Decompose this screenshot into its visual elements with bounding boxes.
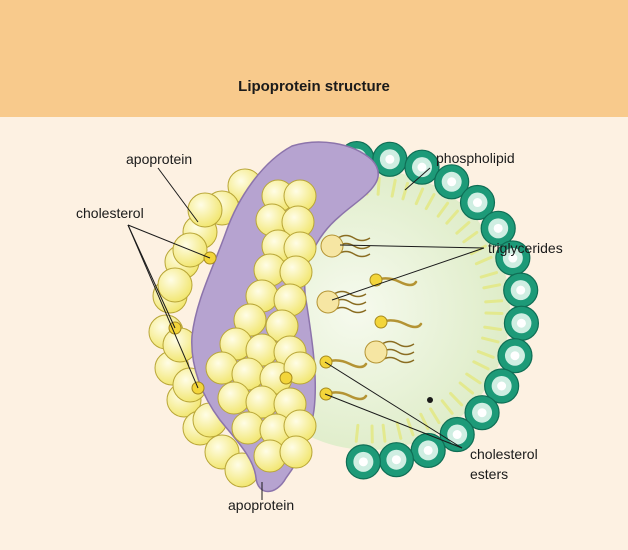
phospholipid-tail bbox=[381, 423, 387, 443]
cholesterol-bead bbox=[279, 255, 313, 289]
cholesterol-ester bbox=[369, 273, 418, 287]
phospholipid-ring bbox=[339, 140, 540, 480]
phospholipid-tail bbox=[455, 221, 471, 235]
phospholipid-tail bbox=[483, 325, 503, 332]
cholesterol-ester-molecules bbox=[319, 273, 423, 401]
phospholipid-tail bbox=[395, 421, 403, 440]
phospholipid-tail bbox=[479, 271, 499, 279]
phospholipid-tail bbox=[462, 230, 479, 244]
phospholipid-head bbox=[434, 164, 470, 200]
phospholipid-tail bbox=[414, 187, 425, 206]
phospholipid-tail bbox=[474, 255, 493, 266]
triglyceride bbox=[320, 234, 371, 258]
diagram-title: Lipoprotein structure bbox=[238, 78, 390, 95]
cholesterol-outer-layer bbox=[148, 168, 263, 488]
phospholipid-tail bbox=[390, 178, 397, 198]
phospholipid-tail bbox=[424, 193, 436, 211]
phospholipid-head bbox=[495, 240, 531, 276]
cholesterol-head bbox=[279, 371, 293, 385]
cholesterol-ester bbox=[374, 315, 423, 329]
phospholipid-head bbox=[404, 149, 440, 185]
label-apoprotein-bottom: apoprotein bbox=[228, 497, 294, 513]
label-cholesterol: cholesterol bbox=[76, 205, 144, 221]
header-band bbox=[0, 0, 628, 117]
cholesterol-bead bbox=[279, 435, 313, 469]
phospholipid-head bbox=[497, 338, 533, 374]
cholesterol-bead bbox=[187, 192, 223, 228]
phospholipid-head bbox=[503, 272, 539, 308]
phospholipid-tail bbox=[436, 201, 450, 218]
phospholipid-tail bbox=[440, 399, 454, 415]
phospholipid-head bbox=[503, 305, 540, 341]
phospholipid-head bbox=[410, 432, 446, 469]
phospholipid-head bbox=[345, 444, 381, 480]
phospholipid-tail bbox=[458, 381, 475, 395]
phospholipid-tail bbox=[465, 372, 482, 385]
phospholipid-tail bbox=[472, 360, 490, 371]
phospholipid-tail bbox=[429, 407, 441, 425]
triglyceride bbox=[364, 340, 415, 364]
phospholipid-head bbox=[464, 395, 500, 431]
label-apoprotein-top: apoprotein bbox=[126, 151, 192, 167]
phospholipid-tail bbox=[445, 209, 459, 225]
phospholipid-tail bbox=[401, 181, 409, 201]
phospholipid-tail bbox=[354, 423, 360, 443]
label-triglycerides: triglycerides bbox=[488, 240, 563, 256]
label-cholesterol-esters-1: cholesterol bbox=[470, 446, 538, 462]
phospholipid-tail bbox=[484, 299, 504, 304]
cholesterol-bead bbox=[231, 411, 265, 445]
label-phospholipid: phospholipid bbox=[436, 150, 515, 166]
phospholipid-tail bbox=[449, 391, 464, 407]
phospholipid-tail bbox=[482, 283, 502, 290]
phospholipid-head bbox=[378, 442, 414, 478]
label-cholesterol-esters-2: esters bbox=[470, 466, 508, 482]
phospholipid-head bbox=[372, 141, 408, 177]
phospholipid-head bbox=[459, 184, 496, 221]
cholesterol-bead bbox=[217, 381, 251, 415]
phospholipid-tail bbox=[476, 350, 495, 359]
phospholipid-head bbox=[484, 368, 520, 404]
phospholipid-head bbox=[480, 210, 516, 246]
phospholipid-tail bbox=[481, 336, 500, 344]
phospholipid-tails bbox=[348, 176, 504, 444]
phospholipid-tail bbox=[376, 176, 381, 196]
cholesterol-bead bbox=[157, 267, 193, 303]
marker-dot bbox=[427, 397, 433, 403]
leader-lines bbox=[127, 167, 485, 500]
